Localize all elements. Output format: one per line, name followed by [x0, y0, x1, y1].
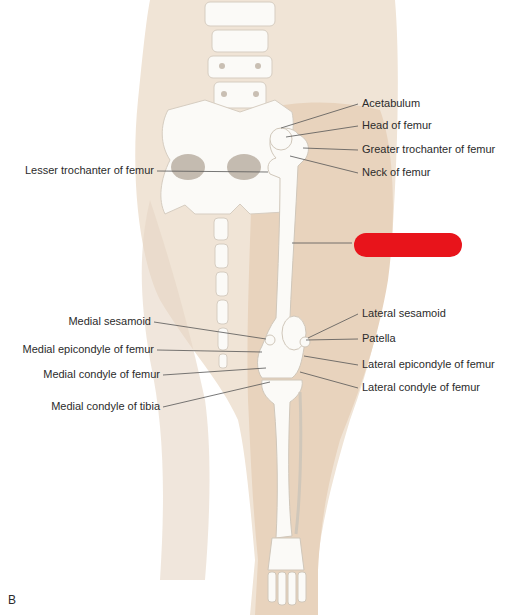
part-label: Medial condyle of femur [43, 368, 160, 381]
part-label: Neck of femur [362, 166, 430, 179]
tibia [262, 380, 303, 538]
part-label: Medial sesamoid [68, 315, 151, 328]
tail-vertebrae [214, 218, 228, 368]
spine [205, 2, 275, 108]
part-label: Medial epicondyle of femur [23, 343, 154, 356]
redaction-mark [354, 233, 462, 257]
part-label: Medial condyle of tibia [51, 400, 160, 413]
part-label: Lateral condyle of femur [362, 381, 480, 394]
obturator-foramen [171, 154, 205, 180]
spine-foramina [219, 63, 261, 97]
femoral-head [270, 128, 292, 150]
metatarsals [268, 572, 306, 605]
part-label: Head of femur [362, 119, 432, 132]
obturator-foramen [227, 154, 261, 180]
part-label: Lateral epicondyle of femur [362, 358, 495, 371]
body-silhouette [135, 0, 398, 615]
fibula [296, 392, 301, 534]
part-label: Lateral sesamoid [362, 307, 446, 320]
part-label: Patella [362, 332, 396, 345]
part-label: Greater trochanter of femur [362, 143, 495, 156]
pelvis [161, 100, 293, 214]
panel-letter: B [8, 593, 16, 607]
leader-lines [154, 104, 358, 407]
sesamoid [300, 337, 310, 347]
left-limb-shadow [142, 200, 210, 580]
part-label: Lesser trochanter of femur [25, 164, 154, 177]
tarsus [268, 538, 304, 570]
part-label: Acetabulum [362, 97, 420, 110]
sesamoid [265, 335, 275, 345]
